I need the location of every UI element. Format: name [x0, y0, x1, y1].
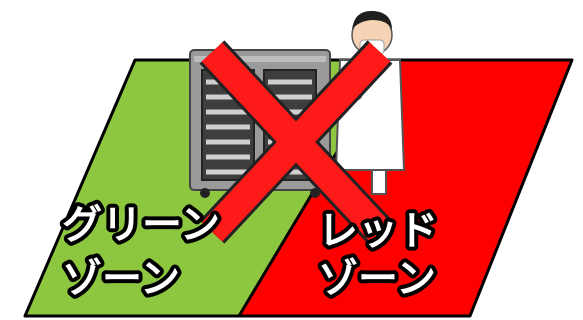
red-zone-label-line2: ゾーン [318, 256, 436, 302]
green-zone-label-line2: ゾーン [62, 256, 180, 302]
green-zone-label-line1: グリーン [62, 202, 220, 248]
red-zone-label-line1: レッド [318, 208, 438, 254]
